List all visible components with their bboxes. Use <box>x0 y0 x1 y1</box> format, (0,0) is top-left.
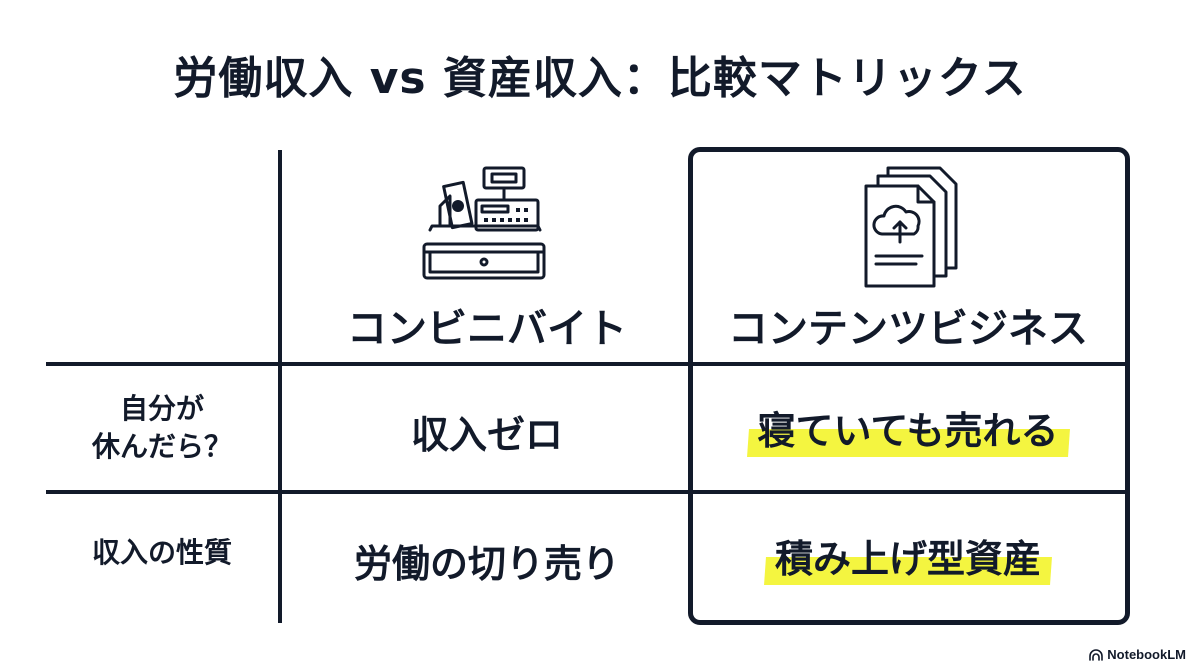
highlighted-text: 積み上げ型資産 <box>774 537 1041 581</box>
highlighted-text: 寝ていても売れる <box>757 409 1059 453</box>
brand-watermark: NotebookLM <box>1089 647 1186 662</box>
column-header-convenience-store-job: コンビニバイト <box>347 306 627 352</box>
highlighted-text-wrapper: 積み上げ型資産 <box>764 528 1052 585</box>
highlighted-text-wrapper: 寝ていても売れる <box>746 400 1070 457</box>
row-label-income-nature: 収入の性質 <box>46 534 278 572</box>
cell-business-if-rest: 寝ていても売れる <box>692 400 1124 457</box>
cell-job-income-nature: 労働の切り売り <box>353 542 620 586</box>
grid-horizontal-divider-2-right <box>690 490 1128 494</box>
brand-name: NotebookLM <box>1107 647 1186 662</box>
cell-business-income-nature: 積み上げ型資産 <box>692 528 1124 585</box>
highlighted-column-frame <box>688 147 1130 625</box>
row-label-line: 休んだら？ <box>91 430 232 463</box>
grid-vertical-divider <box>278 150 282 623</box>
cloud-upload-documents-icon <box>864 166 958 288</box>
page-title: 労働収入 vs 資産収入：比較マトリックス <box>173 53 1027 104</box>
grid-horizontal-divider-1-right <box>690 362 1128 366</box>
cell-job-if-rest: 収入ゼロ <box>410 413 563 457</box>
row-label-line: 収入の性質 <box>91 536 232 569</box>
notebooklm-logo-icon <box>1089 648 1104 661</box>
row-label-if-you-rest: 自分が 休んだら？ <box>46 390 278 466</box>
row-label-line: 自分が <box>119 392 204 425</box>
grid-horizontal-divider-2 <box>46 490 690 494</box>
grid-horizontal-divider-1 <box>46 362 690 366</box>
column-header-content-business: コンテンツビジネス <box>728 306 1088 352</box>
cash-register-icon <box>422 166 546 280</box>
